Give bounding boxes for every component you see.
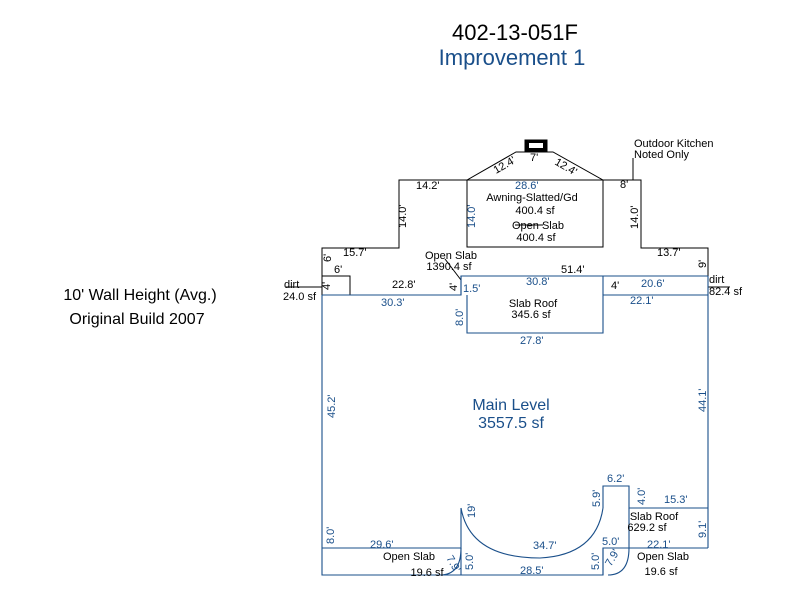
- dim-20-6: 20.6': [641, 278, 665, 290]
- dirt-right-label: dirt: [709, 274, 724, 286]
- dim-51-4: 51.4': [561, 264, 585, 276]
- main-right-notch: [602, 485, 708, 509]
- dim-4-left: 4': [321, 282, 333, 290]
- dim-28-5: 28.5': [520, 565, 544, 577]
- dim-6-2: 6.2': [607, 473, 624, 485]
- dim-28-6: 28.6': [515, 180, 539, 192]
- dim-5-0-c: 5.0': [590, 553, 602, 570]
- area-labels: Outdoor Kitchen Noted Only Awning-Slatte…: [283, 138, 743, 579]
- dirt-left-sf: 24.0 sf: [283, 291, 317, 303]
- dim-6-v: 6': [322, 254, 334, 262]
- wall-height-note: 10' Wall Height (Avg.): [63, 287, 216, 304]
- open-slab-inner-label: Open Slab: [512, 220, 564, 232]
- dim-30-8: 30.8': [526, 276, 550, 288]
- open-slab-main-label: Open Slab: [425, 250, 477, 262]
- dim-9: 9': [697, 260, 709, 268]
- dim-22-1-bot: 22.1': [647, 539, 671, 551]
- dim-13-7: 13.7': [657, 247, 681, 259]
- open-slab-bl-sf: 19.6 sf: [410, 567, 444, 579]
- dim-34-7: 34.7': [533, 540, 557, 552]
- dim-6-h: 6': [334, 264, 342, 276]
- dim-5-0-a: 5.0': [602, 536, 619, 548]
- dimension-labels-black: 7' 12.4' 12.4' 14.2' 8' 14.0' 14.0' 6' 1…: [321, 152, 709, 292]
- awning-outline: [466, 179, 604, 248]
- dim-22-8: 22.8': [392, 279, 416, 291]
- header: 402-13-051F Improvement 1: [439, 20, 586, 70]
- side-notes: 10' Wall Height (Avg.) Original Build 20…: [63, 287, 216, 328]
- dim-4-b: 4': [611, 280, 619, 292]
- bay-arc: [460, 507, 604, 559]
- dim-4-a: 4': [448, 283, 460, 291]
- dim-1-5: 1.5': [463, 283, 480, 295]
- dim-12-4-left: 12.4': [492, 154, 518, 176]
- dim-12-4-right: 12.4': [553, 156, 579, 178]
- dim-7-9-b: 7.9': [603, 547, 622, 568]
- dim-7: 7': [530, 152, 538, 164]
- awning-sf: 400.4 sf: [515, 205, 555, 217]
- dirt-left-label: dirt: [284, 279, 299, 291]
- open-slab-inner-sf: 400.4 sf: [516, 232, 556, 244]
- dim-9-1: 9.1': [697, 521, 709, 538]
- dim-29-6: 29.6': [370, 539, 394, 551]
- dim-44-1: 44.1': [697, 388, 709, 412]
- dim-30-3: 30.3': [381, 297, 405, 309]
- open-slab-br-sf: 19.6 sf: [644, 566, 678, 578]
- open-slab-outline: [321, 151, 709, 295]
- main-level-labels: Main Level 3557.5 sf: [472, 397, 549, 432]
- slab-roof-top-sf: 345.6 sf: [511, 309, 551, 321]
- slab-roof-right-sf: 629.2 sf: [627, 522, 667, 534]
- dim-19: 19': [466, 504, 478, 518]
- dim-14-0-b: 14.0': [466, 204, 478, 228]
- slab-roof-top-outline: [466, 294, 708, 334]
- upper-outline: [286, 139, 730, 296]
- parcel-id: 402-13-051F: [452, 20, 578, 45]
- open-slab-main-sf: 1390.4 sf: [426, 261, 472, 273]
- dimension-labels-blue: 28.6' 14.0' 30.8' 20.6' 1.5' 30.3' 22.1'…: [325, 180, 709, 577]
- dim-14-0-a: 14.0': [397, 204, 409, 228]
- dirt-right-sf: 82.4 sf: [709, 286, 743, 298]
- dim-8-0-bl: 8.0': [325, 527, 337, 544]
- slab-roof-right-label: Slab Roof: [630, 511, 679, 523]
- bottom-slab-outline: [321, 548, 604, 576]
- open-slab-bl-label: Open Slab: [383, 551, 435, 563]
- dim-14-0-c: 14.0': [629, 205, 641, 229]
- dim-8-top: 8': [620, 179, 628, 191]
- dim-45-2: 45.2': [326, 394, 338, 418]
- dim-5-0-b: 5.0': [464, 553, 476, 570]
- build-year-note: Original Build 2007: [69, 311, 204, 328]
- outdoor-kitchen-line2: Noted Only: [634, 149, 690, 161]
- dim-22-1-top: 22.1': [630, 295, 654, 307]
- dim-15-3: 15.3': [664, 494, 688, 506]
- main-level-label: Main Level: [472, 397, 549, 414]
- dim-27-8: 27.8': [520, 335, 544, 347]
- main-level-sf: 3557.5 sf: [478, 415, 544, 432]
- improvement-title: Improvement 1: [439, 45, 586, 70]
- slab-roof-top-label: Slab Roof: [509, 298, 558, 310]
- dim-14-2: 14.2': [416, 180, 440, 192]
- awning-label: Awning-Slatted/Gd: [486, 192, 578, 204]
- open-slab-br-label: Open Slab: [637, 551, 689, 563]
- dim-8-0-mid: 8.0': [454, 309, 466, 326]
- dim-15-7: 15.7': [343, 247, 367, 259]
- dim-4-0: 4.0': [636, 488, 648, 505]
- outdoor-kitchen-line1: Outdoor Kitchen: [634, 138, 714, 150]
- main-level-outline: [321, 275, 709, 576]
- dim-5-9: 5.9': [591, 490, 603, 507]
- dim-7-9-a: 7.9': [443, 554, 462, 575]
- bottom-right-slab: [602, 547, 629, 575]
